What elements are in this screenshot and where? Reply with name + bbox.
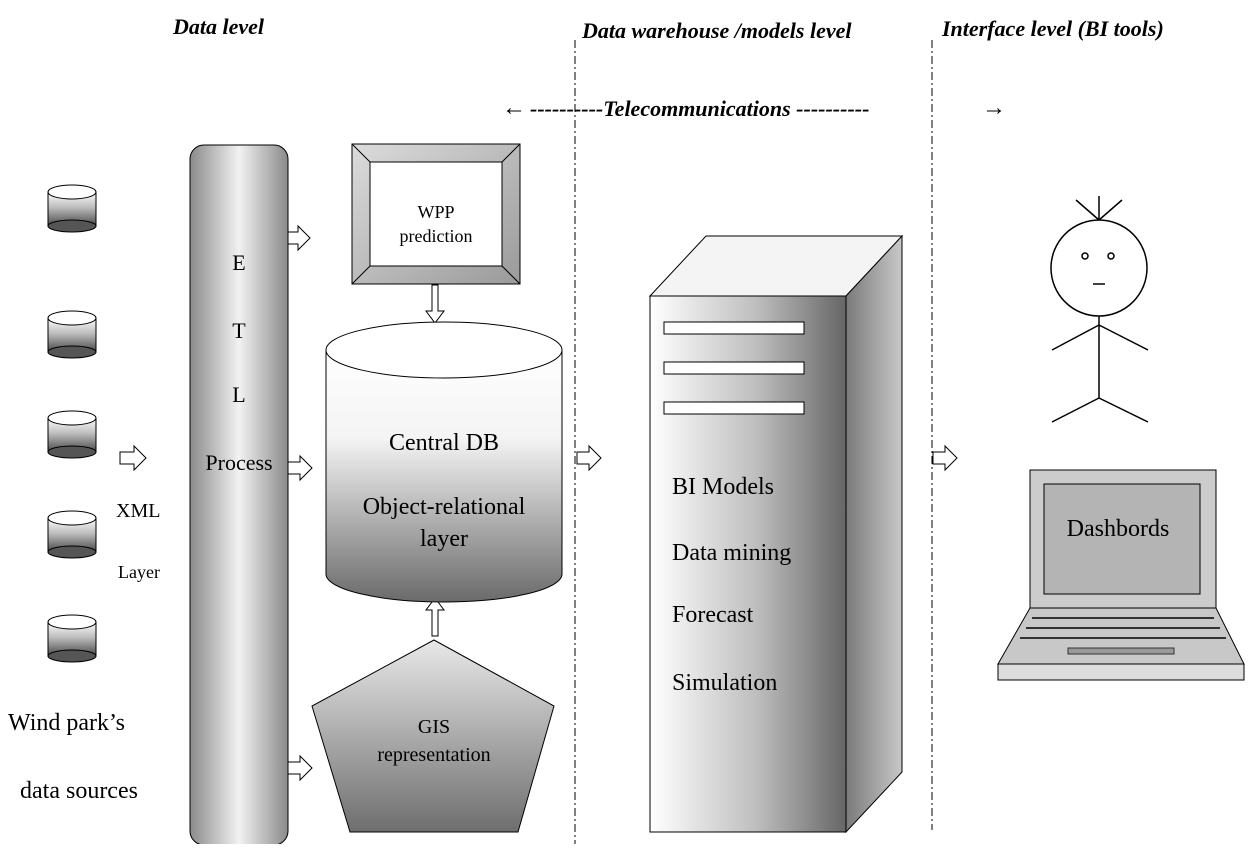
server-item-bi-models: BI Models bbox=[672, 474, 774, 500]
database-icon bbox=[47, 410, 97, 459]
sources-label-line1: Wind park’s bbox=[8, 710, 126, 736]
central-db-line2: layer bbox=[420, 526, 468, 552]
wpp-prediction-label: prediction bbox=[399, 226, 473, 246]
database-icon bbox=[47, 310, 97, 359]
header-interface-level: Interface level (BI tools) bbox=[942, 16, 1164, 41]
hollow-arrow-icon bbox=[576, 444, 602, 472]
hollow-arrow-icon bbox=[119, 444, 147, 472]
central-db-title: Central DB bbox=[389, 430, 499, 456]
header-warehouse-level: Data warehouse /models level bbox=[582, 18, 852, 43]
header-data-level: Data level bbox=[173, 14, 265, 39]
database-icon bbox=[47, 510, 97, 559]
wpp-frame bbox=[351, 143, 521, 285]
server-icon bbox=[648, 234, 904, 834]
hollow-arrow-icon bbox=[287, 224, 311, 252]
sources-label-line2: data sources bbox=[20, 778, 138, 804]
gis-representation-label: representation bbox=[377, 744, 491, 766]
hollow-arrow-icon bbox=[425, 597, 445, 637]
hollow-arrow-icon bbox=[932, 444, 958, 472]
stick-figure-icon bbox=[1050, 196, 1149, 423]
etl-process-label: Process bbox=[205, 450, 273, 475]
server-item-forecast: Forecast bbox=[672, 602, 754, 628]
database-icon bbox=[47, 184, 97, 233]
left-arrow-icon: ← bbox=[502, 95, 526, 121]
layer-label: Layer bbox=[118, 562, 160, 582]
hollow-arrow-icon bbox=[287, 754, 313, 782]
gis-label: GIS bbox=[417, 716, 451, 738]
hollow-arrow-icon bbox=[425, 284, 445, 324]
central-db-line1: Object-relational bbox=[362, 494, 526, 520]
central-db-cylinder bbox=[325, 321, 563, 603]
server-item-simulation: Simulation bbox=[672, 670, 778, 696]
laptop-icon bbox=[997, 469, 1245, 681]
etl-letter-e: E bbox=[232, 250, 246, 275]
server-item-data-mining: Data mining bbox=[672, 540, 792, 566]
wpp-label: WPP bbox=[417, 202, 455, 222]
gis-pentagon bbox=[311, 639, 555, 833]
database-icon bbox=[47, 614, 97, 663]
right-arrow-icon: → bbox=[982, 95, 1006, 121]
xml-label: XML bbox=[116, 500, 161, 522]
etl-letter-l: L bbox=[232, 382, 246, 407]
dashboards-label: Dashbords bbox=[1066, 516, 1170, 542]
hollow-arrow-icon bbox=[287, 454, 313, 482]
etl-letter-t: T bbox=[232, 318, 246, 343]
telecommunications-label: ----------Telecommunications ---------- bbox=[530, 96, 870, 121]
